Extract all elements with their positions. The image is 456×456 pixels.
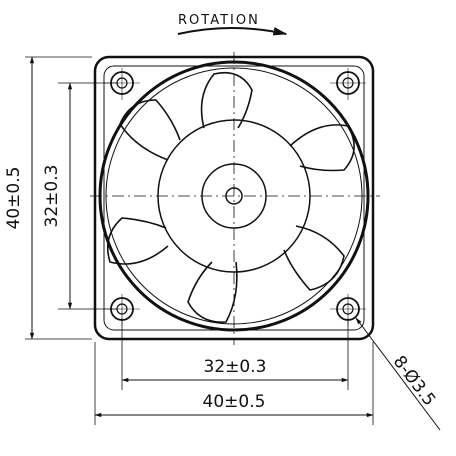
dim-height-outer: 40±0.5 — [4, 56, 92, 340]
height-outer-label: 40±0.5 — [4, 167, 24, 230]
blade-2 — [289, 124, 355, 172]
dim-width-holes: 32±0.3 — [121, 318, 349, 390]
height-holes-label: 32±0.3 — [42, 165, 62, 228]
hole-crosshairs — [104, 68, 366, 326]
width-holes-label: 32±0.3 — [204, 357, 267, 377]
blade-3 — [283, 225, 345, 291]
rotation-label: ROTATION — [178, 13, 260, 28]
blade-4 — [187, 261, 238, 323]
hole-callout: 8-Ø3.5 — [355, 317, 441, 431]
rotation-arrow — [177, 27, 288, 36]
fan-blades — [106, 71, 355, 323]
blade-5 — [106, 217, 169, 265]
hole-callout-label: 8-Ø3.5 — [389, 352, 440, 410]
dim-width-outer: 40±0.5 — [94, 342, 374, 425]
blade-1 — [200, 71, 253, 129]
width-outer-label: 40±0.5 — [203, 392, 266, 412]
blade-6 — [119, 99, 181, 161]
dim-height-holes: 32±0.3 — [42, 82, 118, 310]
